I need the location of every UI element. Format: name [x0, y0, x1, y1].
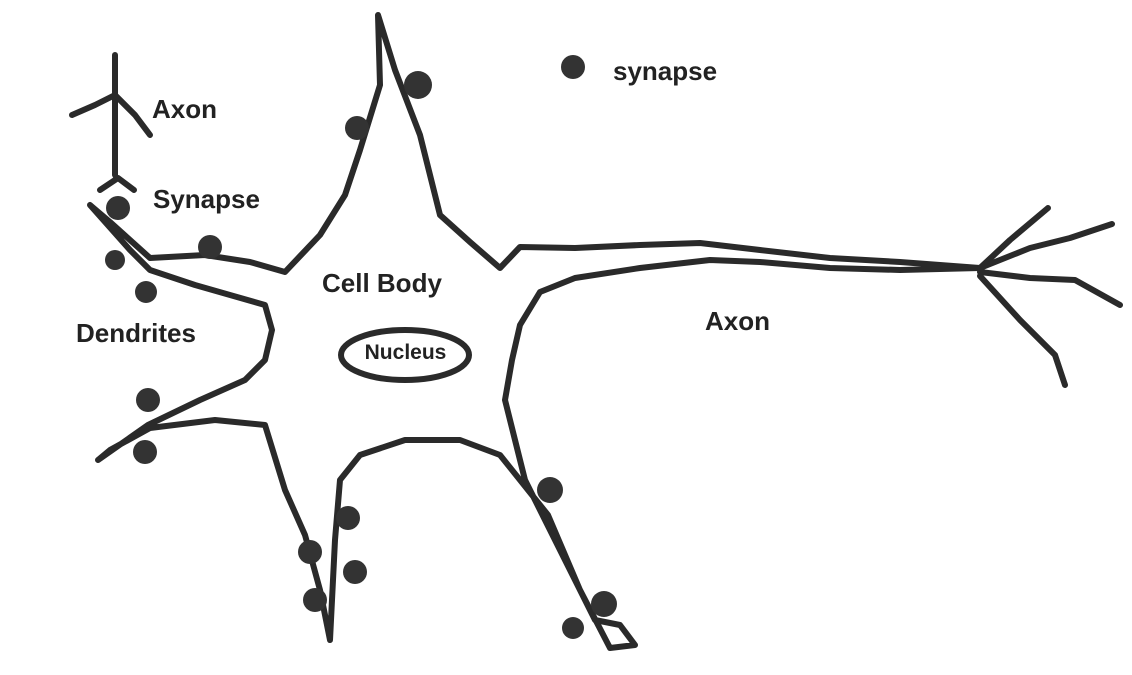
legend-synapse-dot [561, 55, 585, 79]
cell-body-outline [87, 12, 983, 651]
synapse-dot [562, 617, 584, 639]
legend-synapse-label: synapse [613, 56, 718, 86]
label-cell-body: Cell Body [322, 268, 442, 298]
synapse-dot [133, 440, 157, 464]
axon-branch-low [977, 273, 1068, 388]
synapse-dot [106, 196, 130, 220]
synapse-dot [198, 235, 222, 259]
label-axon: Axon [705, 306, 770, 336]
label-synapse: Synapse [153, 184, 260, 214]
label-nucleus: Nucleus [364, 341, 447, 364]
label-axon-presynaptic: Axon [152, 94, 217, 124]
synapse-dot [537, 477, 563, 503]
axon-branch-mid [977, 269, 1123, 308]
axon-terminal-cap [97, 175, 137, 193]
synapse-dot [105, 250, 125, 270]
synapse-dot [343, 560, 367, 584]
label-dendrites: Dendrites [76, 318, 196, 348]
axon-branch-upper-1 [977, 205, 1051, 271]
synapse-dot [404, 71, 432, 99]
synapse-dot [336, 506, 360, 530]
presynaptic-axon-branch-right [112, 92, 153, 138]
presynaptic-axon-branch-left [69, 92, 118, 118]
synapse-dot [136, 388, 160, 412]
synapse-dot [591, 591, 617, 617]
synapse-dot [298, 540, 322, 564]
synapse-dot [135, 281, 157, 303]
axon-branch-upper-2 [977, 221, 1115, 271]
nucleus-outline [338, 327, 472, 383]
synapse-dot [303, 588, 327, 612]
synapse-dot [345, 116, 369, 140]
